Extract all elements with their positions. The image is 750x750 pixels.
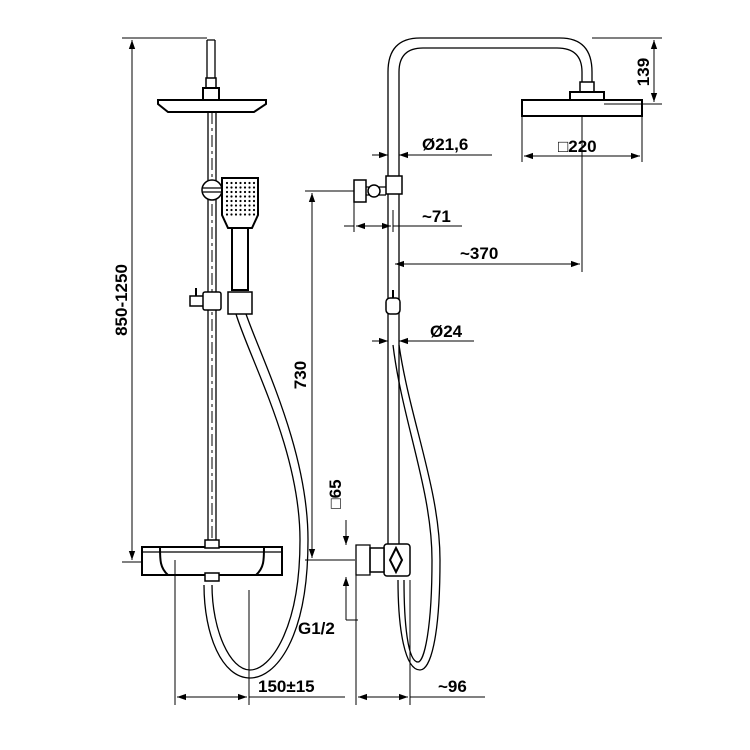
nozzle-dot (248, 190, 251, 194)
nozzle-dot (248, 204, 251, 207)
nozzle-dot (243, 204, 247, 207)
slider-bracket (189, 288, 253, 315)
nozzle-dot (234, 204, 238, 207)
nozzle-dot (225, 213, 229, 216)
nozzle-dot (225, 186, 229, 189)
label-thread: G1/2 (298, 619, 335, 638)
nozzle-dot (243, 190, 247, 194)
label-inlet-spacing: 150±15 (258, 677, 315, 696)
nozzle-dot (225, 208, 229, 212)
front-view (141, 39, 309, 705)
nozzle-dot (234, 213, 238, 216)
nozzle-dot (252, 199, 256, 203)
dimension-labels: 850-1250 139 Ø21,6 □220 ~71 ~370 Ø24 730… (112, 58, 653, 696)
nozzle-dot (234, 199, 238, 203)
nozzle-dot (248, 213, 251, 216)
nozzle-dot (239, 186, 242, 189)
label-height-range: 850-1250 (112, 264, 131, 336)
nozzle-dot (225, 181, 229, 185)
nozzle-dot (230, 213, 233, 216)
label-offset-71: ~71 (422, 207, 451, 226)
label-inlet-height: 730 (291, 361, 310, 389)
nozzle-dot (252, 181, 256, 185)
holder-side (353, 179, 386, 203)
nozzle-dot (248, 195, 251, 198)
nozzle-dot (248, 181, 251, 185)
nozzle-dot (243, 213, 247, 216)
dimension-lines (122, 37, 662, 701)
nozzle-dot (239, 181, 242, 185)
nozzle-dot (225, 195, 229, 198)
nozzle-dot (239, 199, 242, 203)
nozzle-dot (234, 186, 238, 189)
nozzle-dot (239, 195, 242, 198)
nozzle-dot (239, 190, 242, 194)
nozzle-dot (252, 195, 256, 198)
nozzle-dot (230, 195, 233, 198)
label-inlet-square: □65 (326, 479, 345, 508)
shower-head-front (157, 87, 267, 113)
nozzle-dot (243, 186, 247, 189)
nozzle-dot (230, 199, 233, 203)
nozzle-dot (239, 204, 242, 207)
nozzle-dot (230, 190, 233, 194)
label-pipe-diameter-bottom: Ø24 (430, 322, 463, 341)
label-pipe-diameter-top: Ø21,6 (422, 135, 468, 154)
nozzle-dot (234, 190, 238, 194)
mixer-body-front (141, 539, 283, 582)
nozzle-dot (252, 213, 256, 216)
nozzle-dot (252, 190, 256, 194)
nozzle-dot (234, 208, 238, 212)
label-reach-370: ~370 (460, 244, 498, 263)
nozzle-dot (252, 186, 256, 189)
label-head-size: □220 (558, 137, 597, 156)
label-top-height: 139 (634, 58, 653, 86)
nozzle-dot (243, 199, 247, 203)
nozzle-dot (230, 186, 233, 189)
nozzle-dot (252, 204, 256, 207)
nozzle-dot (243, 181, 247, 185)
nozzle-dot (230, 204, 233, 207)
nozzle-dot (225, 199, 229, 203)
slider-side (385, 290, 401, 315)
hand-shower-front (221, 177, 259, 291)
mixer-body-side (355, 543, 411, 577)
nozzle-dot (248, 186, 251, 189)
nozzle-dot (225, 190, 229, 194)
nozzle-dot (248, 199, 251, 203)
nozzle-dot (243, 195, 247, 198)
label-wall-offset-96: ~96 (438, 677, 467, 696)
nozzle-dot (248, 208, 251, 212)
nozzle-dot (230, 208, 233, 212)
hose-side (397, 344, 441, 671)
nozzle-dot (243, 208, 247, 212)
nozzle-dot (225, 204, 229, 207)
nozzle-dot (239, 213, 242, 216)
nozzle-dot (239, 208, 242, 212)
nozzle-dot (234, 195, 238, 198)
nozzle-dot (234, 181, 238, 185)
nozzle-dot (230, 181, 233, 185)
hose-front (211, 313, 301, 671)
nozzle-dot (252, 208, 256, 212)
